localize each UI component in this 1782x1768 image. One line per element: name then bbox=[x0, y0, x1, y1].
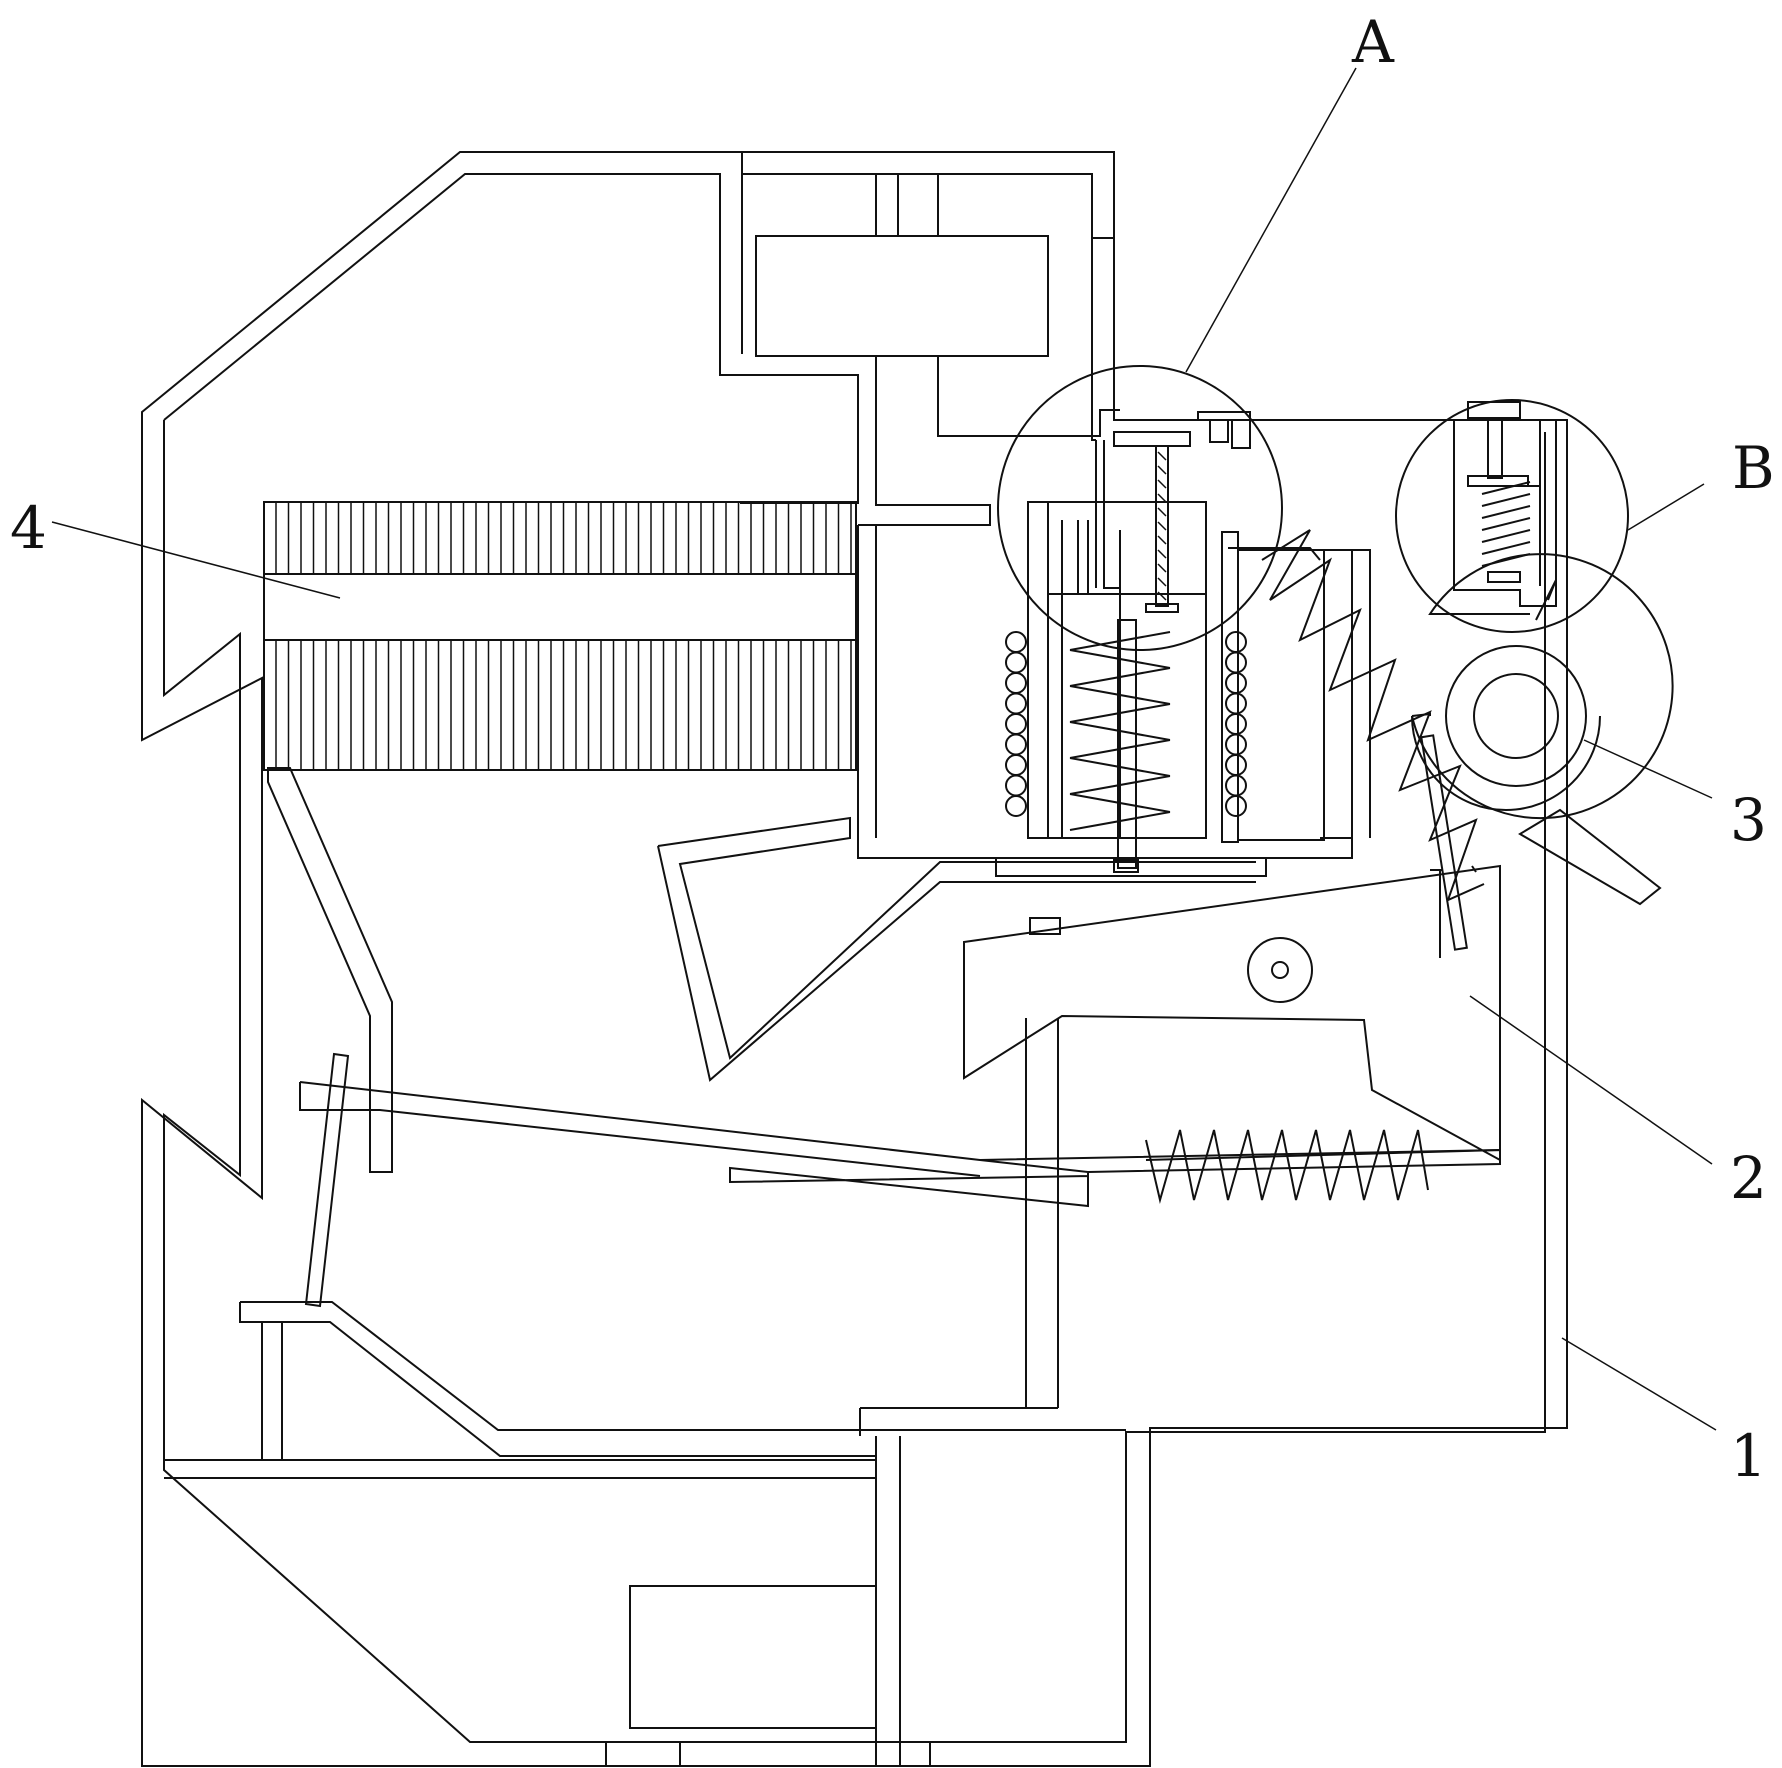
spring-assembly bbox=[995, 411, 1353, 877]
left-linkage bbox=[164, 767, 1126, 1479]
label-3: 3 bbox=[1730, 786, 1767, 854]
housing bbox=[141, 151, 1568, 1767]
lever-bar bbox=[299, 1081, 1501, 1208]
detail-circle-a bbox=[997, 365, 1283, 651]
bearing-ball bbox=[1005, 774, 1027, 797]
bearing-ball bbox=[1005, 672, 1027, 694]
bearing-ball bbox=[1005, 692, 1027, 715]
label-1: 1 bbox=[1730, 1422, 1767, 1490]
label-b: B bbox=[1732, 434, 1775, 502]
lever-block bbox=[963, 734, 1501, 1408]
upper-block bbox=[755, 174, 1560, 588]
bearing-ball bbox=[1225, 795, 1247, 817]
label-2: 2 bbox=[1730, 1144, 1767, 1212]
bearing-ball bbox=[1225, 692, 1247, 715]
bearing-ball bbox=[1005, 733, 1027, 756]
bearing-ball bbox=[1225, 672, 1247, 694]
bearing-ball bbox=[1225, 713, 1247, 735]
bearing-ball bbox=[1225, 774, 1247, 797]
leader-lines bbox=[51, 67, 1717, 1431]
bearing-ball bbox=[1005, 795, 1027, 817]
bearing-ball bbox=[1225, 754, 1247, 776]
bearing-ball bbox=[1005, 754, 1027, 776]
bottom-compartment bbox=[605, 1436, 1126, 1766]
inclined-spring bbox=[1228, 529, 1485, 902]
bearing-ball bbox=[1225, 733, 1247, 756]
bearing-ball bbox=[1225, 631, 1247, 653]
bearing-ball bbox=[1005, 651, 1027, 674]
bearing-ball bbox=[1005, 631, 1027, 653]
heat-sink bbox=[263, 501, 857, 771]
label-4: 4 bbox=[10, 494, 47, 562]
bearing-ball bbox=[1005, 713, 1027, 735]
hopper bbox=[657, 816, 1256, 1082]
detail-circle-b bbox=[1395, 399, 1629, 633]
bearing-ball bbox=[1225, 651, 1247, 674]
label-a: A bbox=[1351, 8, 1395, 76]
